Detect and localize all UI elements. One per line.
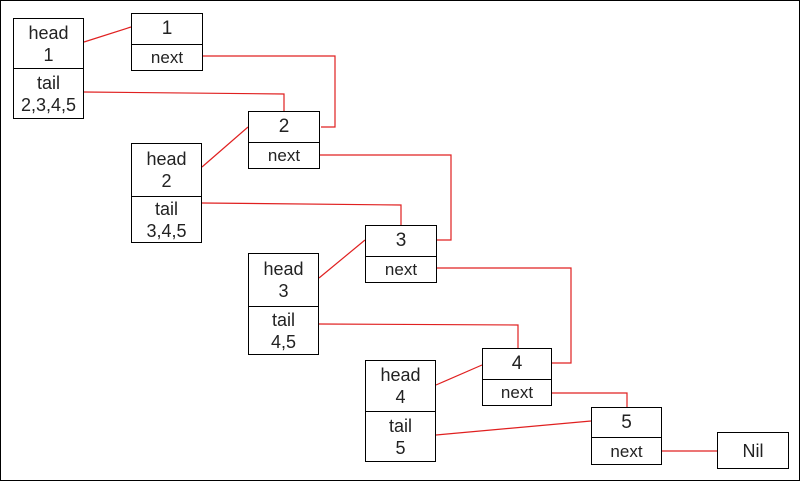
arrow-head2-to-node2 [201,126,249,168]
list-4-tail-value: 5 [395,438,406,458]
list-1-tail-cell: tail 2,3,4,5 [14,68,83,119]
list-4-head-label: head [380,365,421,385]
list-2-head-value: 2 [161,171,172,191]
list-2-head-cell: head 2 [132,144,201,196]
list-1-head-cell: head 1 [14,19,83,68]
list-box-1: head 1 tail 2,3,4,5 [13,18,84,119]
arrow-tail1-to-node2 [83,91,285,111]
arrow-head1-to-node1 [83,26,132,43]
node-1-next: next [132,44,202,71]
list-3-head-label: head [263,259,304,279]
arrow-node4-next-to-node5 [552,392,628,407]
node-2-next: next [249,142,319,169]
node-1: 1 next [131,13,203,71]
node-2-value: 2 [278,116,290,137]
node-2: 2 next [248,111,320,169]
node-5: 5 next [591,407,662,465]
list-2-tail-value: 3,4,5 [146,221,187,241]
arrow-node2-next-to-node3 [320,154,452,241]
node-4: 4 next [482,348,552,406]
list-3-tail-cell: tail 4,5 [249,306,318,355]
node-3-value: 3 [395,230,407,251]
node-5-next: next [592,437,661,465]
nil-label: Nil [742,440,764,461]
node-4-value: 4 [511,353,523,374]
list-1-tail-label: tail [36,73,60,93]
list-3-tail-label: tail [271,310,295,330]
node-5-value: 5 [621,411,632,433]
list-3-head-cell: head 3 [249,254,318,306]
arrow-tail3-to-node4 [318,323,519,348]
list-box-2: head 2 tail 3,4,5 [131,143,202,243]
arrow-node3-next-to-node4 [437,267,572,364]
list-box-4: head 4 tail 5 [365,360,436,462]
list-4-head-value: 4 [395,387,406,407]
node-1-value: 1 [161,18,173,39]
arrow-head3-to-node3 [318,239,366,279]
list-2-tail-label: tail [154,199,178,219]
list-1-head-value: 1 [43,44,54,65]
node-4-next: next [483,379,551,406]
list-3-head-value: 3 [278,281,289,301]
arrow-head4-to-node4 [435,364,483,386]
list-1-head-label: head [28,22,69,43]
arrow-tail2-to-node3 [201,202,402,225]
list-4-tail-label: tail [388,416,412,436]
arrow-node1-next-to-node2 [203,55,336,128]
list-4-tail-cell: tail 5 [366,411,435,462]
list-2-head-label: head [146,149,187,169]
list-2-tail-cell: tail 3,4,5 [132,196,201,243]
nil-box: Nil [717,432,789,469]
arrow-tail4-to-node5 [435,420,592,436]
node-3: 3 next [365,225,437,283]
list-4-head-cell: head 4 [366,361,435,411]
list-3-tail-value: 4,5 [270,332,297,352]
list-1-tail-value: 2,3,4,5 [20,95,77,115]
list-box-3: head 3 tail 4,5 [248,253,319,355]
node-3-next: next [366,256,436,283]
